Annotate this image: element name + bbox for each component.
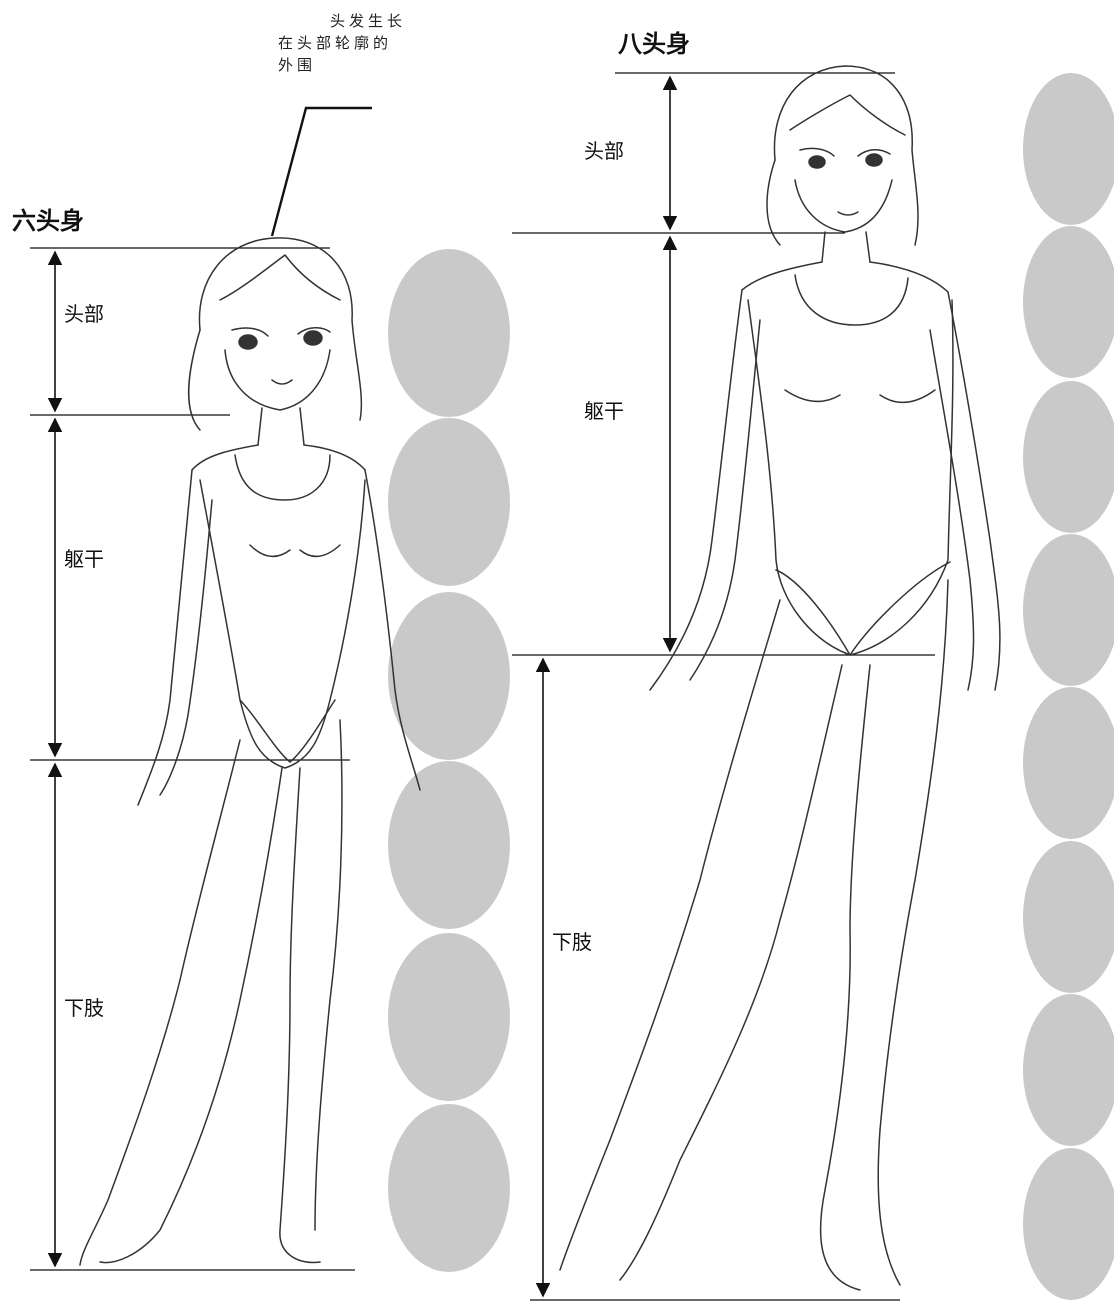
note-line-3: 外围 <box>278 56 317 74</box>
six-head-ellipses <box>388 249 510 1272</box>
note-line-2: 在头部轮廓的 <box>278 34 393 52</box>
head-unit-ellipse <box>1023 1148 1114 1300</box>
eight-head-label-head: 头部 <box>584 139 624 163</box>
head-unit-ellipse <box>1023 994 1114 1146</box>
note-line-1: 头发生长 <box>330 12 407 30</box>
six-head-guides <box>30 247 355 1271</box>
eight-head-figure-sketch <box>559 65 1001 1291</box>
six-head-label-legs: 下肢 <box>64 996 104 1020</box>
six-head-label-torso: 躯干 <box>64 547 104 571</box>
head-unit-ellipse <box>388 761 510 929</box>
eight-head-title: 八头身 <box>618 30 690 58</box>
head-unit-ellipse <box>388 418 510 586</box>
head-unit-ellipse <box>1023 687 1114 839</box>
eight-head-ellipses <box>1023 73 1114 1300</box>
head-unit-ellipse <box>1023 381 1114 533</box>
eight-head-guides <box>512 72 935 1301</box>
head-unit-ellipse <box>388 1104 510 1272</box>
eight-head-label-torso: 躯干 <box>584 399 624 423</box>
head-unit-ellipse <box>1023 73 1114 225</box>
head-unit-ellipse <box>388 592 510 760</box>
head-unit-ellipse <box>388 249 510 417</box>
head-unit-ellipse <box>1023 226 1114 378</box>
annotation-leader <box>270 106 372 237</box>
six-head-figure-sketch <box>79 237 421 1266</box>
hair-growth-note: 头发生长 在头部轮廓的 外围 <box>278 10 406 76</box>
eight-head-label-legs: 下肢 <box>552 930 592 954</box>
head-unit-ellipse <box>388 933 510 1101</box>
six-head-label-head: 头部 <box>64 302 104 326</box>
six-head-title: 六头身 <box>12 207 84 235</box>
head-unit-ellipse <box>1023 841 1114 993</box>
head-unit-ellipse <box>1023 534 1114 686</box>
